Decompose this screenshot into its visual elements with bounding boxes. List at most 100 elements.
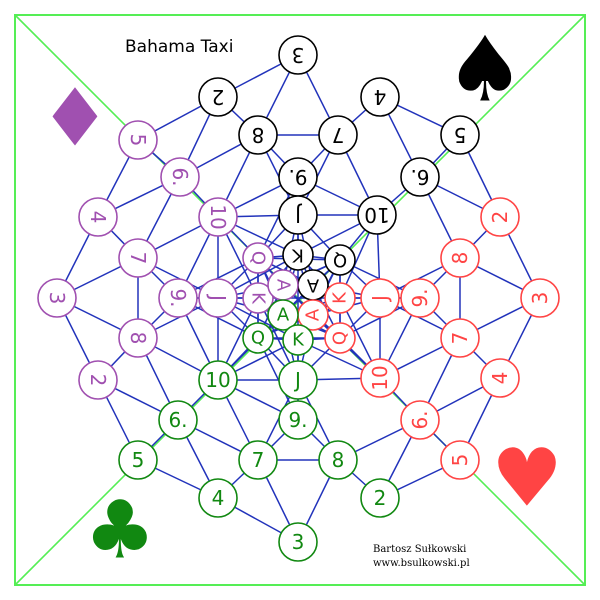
card-node-diamonds[interactable]: 9.	[158, 278, 198, 318]
card-node-diamonds[interactable]: 6.	[160, 157, 200, 197]
card-node-spades[interactable]: J	[278, 195, 318, 235]
card-label: A	[303, 308, 324, 321]
card-node-diamonds[interactable]: 4	[78, 197, 118, 237]
card-node-circle	[198, 197, 238, 237]
card-label: K	[330, 291, 351, 304]
card-label: Q	[251, 328, 265, 349]
card-label: 6.	[168, 408, 187, 432]
card-node-circle	[360, 278, 400, 318]
card-node-circle	[440, 440, 480, 480]
card-label: 9.	[408, 288, 432, 307]
card-node-circle	[160, 157, 200, 197]
card-node-spades[interactable]: 2	[198, 77, 238, 117]
card-node-circle	[242, 322, 274, 354]
card-node-circle	[198, 478, 238, 518]
card-node-hearts[interactable]: 10	[360, 358, 400, 398]
card-node-clubs[interactable]: J	[278, 360, 318, 400]
card-label: 7	[448, 332, 472, 345]
author-credit: Bartosz Sułkowski	[373, 544, 466, 555]
card-node-clubs[interactable]: 7	[238, 440, 278, 480]
card-node-spades[interactable]: 5	[440, 115, 480, 155]
card-node-diamonds[interactable]: J	[198, 278, 238, 318]
card-node-circle	[278, 195, 318, 235]
card-node-circle	[318, 115, 358, 155]
card-node-diamonds[interactable]: K	[242, 282, 274, 314]
card-label: 2	[212, 85, 225, 109]
card-node-diamonds[interactable]: 10	[198, 197, 238, 237]
card-label: 2	[86, 374, 110, 387]
card-node-diamonds[interactable]: 7	[118, 238, 158, 278]
card-label: Q	[333, 250, 347, 271]
card-node-clubs[interactable]: 3	[278, 522, 318, 562]
card-node-clubs[interactable]: 10	[198, 360, 238, 400]
card-node-clubs[interactable]: A	[267, 299, 299, 331]
card-label: 10	[368, 365, 392, 390]
card-node-diamonds[interactable]: 5	[118, 120, 158, 160]
card-node-diamonds[interactable]: 2	[78, 360, 118, 400]
card-node-circle	[198, 360, 238, 400]
card-node-circle	[440, 318, 480, 358]
card-node-spades[interactable]: 7	[318, 115, 358, 155]
card-node-clubs[interactable]: 6.	[158, 400, 198, 440]
card-label: 3	[292, 530, 305, 554]
card-node-hearts[interactable]: 2	[480, 197, 520, 237]
card-node-hearts[interactable]: 3	[520, 278, 560, 318]
card-node-spades[interactable]: 10	[357, 195, 397, 235]
card-label: A	[273, 279, 294, 292]
card-label: 4	[86, 211, 110, 224]
card-label: 9.	[288, 165, 307, 189]
card-node-clubs[interactable]: Q	[242, 322, 274, 354]
card-node-hearts[interactable]: 6.	[400, 400, 440, 440]
card-label: Q	[330, 331, 351, 345]
card-node-circle	[278, 360, 318, 400]
card-node-spades[interactable]: 8	[238, 115, 278, 155]
card-label: 6.	[408, 410, 432, 429]
card-node-clubs[interactable]: 2	[360, 478, 400, 518]
card-node-spades[interactable]: A	[297, 269, 329, 301]
card-node-hearts[interactable]: 4	[480, 358, 520, 398]
card-node-hearts[interactable]: 5	[440, 440, 480, 480]
card-node-circle	[238, 440, 278, 480]
card-node-spades[interactable]: 4	[360, 77, 400, 117]
card-node-diamonds[interactable]: 8	[118, 318, 158, 358]
card-node-hearts[interactable]: 8	[440, 238, 480, 278]
card-node-diamonds[interactable]: A	[267, 269, 299, 301]
card-label: J	[206, 293, 230, 301]
card-node-circle	[400, 157, 440, 197]
card-label: 8	[126, 332, 150, 345]
board-frame	[14, 14, 586, 586]
card-node-clubs[interactable]: 5	[118, 440, 158, 480]
card-label: 4	[488, 372, 512, 385]
card-node-spades[interactable]: K	[282, 239, 314, 271]
card-label: 9.	[166, 288, 190, 307]
card-label: A	[306, 275, 319, 296]
card-node-circle	[278, 400, 318, 440]
card-node-spades[interactable]: 3	[278, 35, 318, 75]
card-label: 6.	[410, 165, 429, 189]
card-node-clubs[interactable]: 8	[318, 440, 358, 480]
card-label: 7	[126, 252, 150, 265]
card-node-circle	[242, 242, 274, 274]
card-node-spades[interactable]: 6.	[400, 157, 440, 197]
card-node-circle	[118, 440, 158, 480]
card-node-hearts[interactable]: Q	[324, 322, 356, 354]
card-node-hearts[interactable]: 9.	[400, 278, 440, 318]
card-node-clubs[interactable]: K	[282, 324, 314, 356]
card-node-diamonds[interactable]: Q	[242, 242, 274, 274]
card-node-hearts[interactable]: K	[324, 282, 356, 314]
card-node-hearts[interactable]: J	[360, 278, 400, 318]
card-node-diamonds[interactable]: 3	[37, 278, 77, 318]
card-node-hearts[interactable]: 7	[440, 318, 480, 358]
card-node-spades[interactable]: Q	[324, 244, 356, 276]
card-label: 8	[252, 123, 265, 147]
card-node-hearts[interactable]: A	[297, 299, 329, 331]
card-node-clubs[interactable]: 4	[198, 478, 238, 518]
card-node-spades[interactable]: 9.	[278, 157, 318, 197]
heart-icon: ♥	[491, 432, 563, 525]
card-node-clubs[interactable]: 9.	[278, 400, 318, 440]
card-label: 5	[454, 123, 467, 147]
card-node-circle	[400, 400, 440, 440]
card-node-circle	[158, 278, 198, 318]
card-label: 3	[45, 292, 69, 305]
card-label: A	[277, 305, 290, 326]
